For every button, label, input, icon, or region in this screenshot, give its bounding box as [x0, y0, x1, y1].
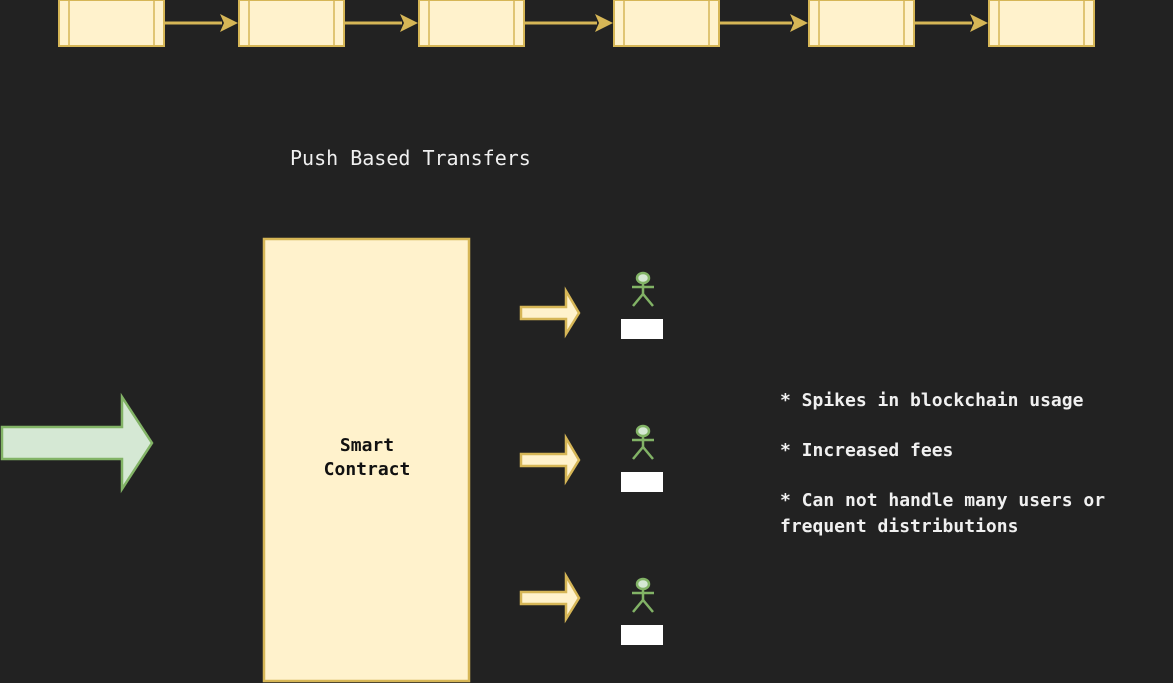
smart-contract-label-line: Smart	[339, 435, 395, 456]
chain-block	[988, 0, 1095, 47]
note-item: * Increased fees	[780, 440, 954, 461]
user-label	[621, 625, 663, 645]
user-label	[621, 319, 663, 339]
output-arrow	[519, 571, 581, 624]
user-label	[621, 472, 663, 492]
person-icon	[632, 271, 654, 307]
person-icon	[632, 424, 654, 460]
notes-list: * Spikes in blockchain usage * Increased…	[780, 388, 1105, 540]
smart-contract-label: Smart Contract	[264, 434, 470, 482]
chain-block	[808, 0, 915, 47]
smart-contract-label-line: Contract	[323, 459, 411, 480]
chain-connector	[164, 14, 238, 32]
chain-connector	[524, 14, 613, 32]
chain-block	[238, 0, 345, 47]
note-item: * Spikes in blockchain usage	[780, 390, 1084, 411]
output-arrow	[519, 286, 581, 339]
output-arrow	[519, 433, 581, 486]
chain-block	[613, 0, 720, 47]
chain-block	[58, 0, 165, 47]
chain-connector	[914, 14, 988, 32]
note-item: * Can not handle many users or	[780, 490, 1106, 511]
note-item: frequent distributions	[780, 516, 1019, 537]
diagram-title: Push Based Transfers	[290, 146, 531, 170]
chain-connector	[719, 14, 808, 32]
chain-connector	[344, 14, 418, 32]
person-icon	[632, 577, 654, 613]
smart-contract-box	[262, 237, 471, 683]
blockchain-row	[58, 0, 1095, 47]
chain-block	[418, 0, 525, 47]
input-arrow	[0, 392, 154, 494]
